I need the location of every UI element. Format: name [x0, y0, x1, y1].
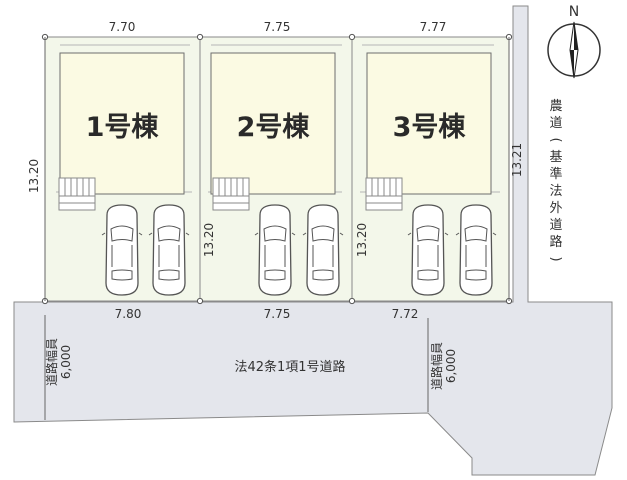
entry-steps-2	[212, 177, 250, 211]
building-3-label: 3号棟	[393, 112, 467, 143]
svg-text:基: 基	[549, 150, 562, 165]
svg-text:6,000: 6,000	[59, 345, 73, 379]
svg-text:): )	[548, 256, 563, 261]
building-1-label: 1号棟	[86, 112, 160, 143]
entry-steps-1	[58, 177, 96, 211]
svg-text:路: 路	[549, 234, 562, 250]
depth-dimension-lot2: 13.20	[202, 223, 216, 257]
car-2b	[302, 204, 344, 296]
depth-dimension-lot1: 13.20	[27, 159, 41, 193]
building-2	[210, 52, 336, 195]
svg-text:法: 法	[549, 184, 562, 199]
top-dimension-1: 7.70	[109, 20, 136, 34]
car-2a	[254, 204, 296, 296]
svg-text:農: 農	[549, 99, 562, 114]
car-3b	[455, 204, 497, 296]
svg-text:準: 準	[549, 166, 562, 182]
depth-dimension-lot3-right: 13.21	[510, 143, 524, 177]
svg-text:道路幅員: 道路幅員	[429, 342, 444, 390]
svg-text:6,000: 6,000	[444, 349, 458, 383]
svg-text:道: 道	[549, 218, 562, 233]
front-road-label: 法42条1項1号道路	[234, 359, 345, 375]
building-1	[59, 52, 185, 195]
car-1a	[101, 204, 143, 296]
road-width-right: 道路幅員 6,000	[429, 342, 458, 390]
depth-dimension-lot3: 13.20	[355, 223, 369, 257]
side-road-label: 農 道 ( 基 準 法 外 道 路 )	[548, 99, 563, 262]
road-width-left: 道路幅員 6,000	[44, 338, 73, 386]
building-3	[366, 52, 492, 195]
bottom-dimension-2: 7.75	[264, 307, 291, 321]
dimension-lines	[44, 37, 510, 420]
car-3a	[407, 204, 449, 296]
svg-text:道路幅員: 道路幅員	[44, 338, 59, 386]
svg-text:外: 外	[549, 201, 562, 216]
compass-north-label: N	[569, 4, 579, 20]
top-dimension-3: 7.77	[420, 20, 447, 34]
bottom-dimension-1: 7.80	[115, 307, 142, 321]
bottom-dimension-3: 7.72	[392, 307, 419, 321]
top-dimension-2: 7.75	[264, 20, 291, 34]
car-1b	[148, 204, 190, 296]
front-road-area	[13, 5, 613, 476]
building-2-label: 2号棟	[237, 112, 311, 143]
svg-text:道: 道	[549, 116, 562, 131]
svg-text:(: (	[548, 137, 563, 142]
entry-steps-3	[365, 177, 403, 211]
north-arrow-icon: N	[547, 3, 601, 79]
